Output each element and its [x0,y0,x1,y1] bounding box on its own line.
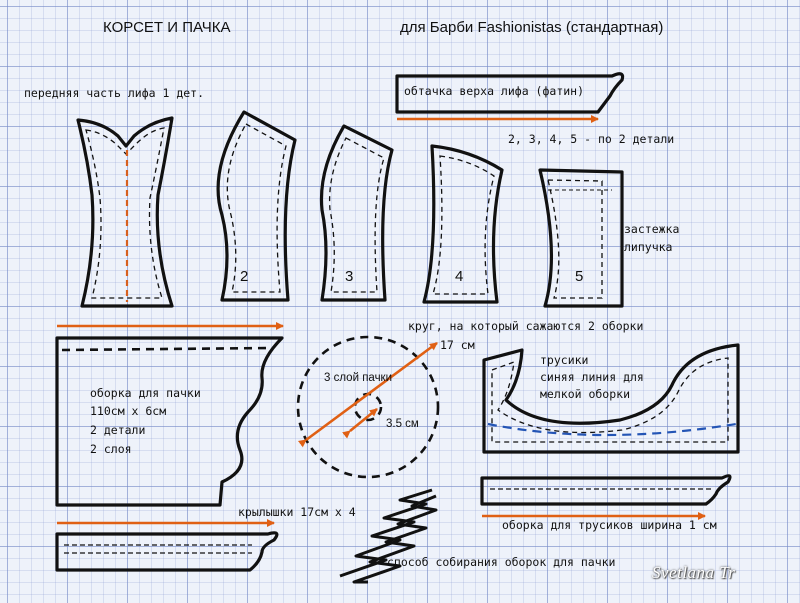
gathering-zigzag [339,488,438,584]
pieces-count-label: 2, 3, 4, 5 - по 2 детали [508,132,675,146]
subtitle: для Барби Fashionistas (стандартная) [400,19,664,36]
ruffle-label-2: 110см х 6см [90,404,167,418]
bodice-piece-2 [216,110,297,302]
wings-label: крылышки 17см х 4 [238,505,356,519]
panties-label-3: мелкой оборки [540,387,631,401]
tutu-circle [296,335,440,479]
ruffle-label-4: 2 слоя [90,442,132,456]
piece-number-4: 4 [455,268,464,285]
front-bodice-label: передняя часть лифа 1 дет. [24,86,205,100]
fastener-label-2: липучка [624,240,673,254]
facing-label: обтачка верха лифа (фатин) [404,84,585,98]
bodice-piece-5 [538,168,624,308]
circle-diameter-label: 17 см [440,338,475,352]
panties-ruffle-label: оборка для трусиков ширина 1 см [502,518,717,532]
ruffle-label-3: 2 детали [90,423,146,437]
piece-number-3: 3 [345,268,354,285]
ruffle-label-1: оборка для пачки [90,386,201,400]
main-title: КОРСЕТ И ПАЧКА [103,19,231,36]
gathering-method-label: способ собирания оборок для пачки [387,555,616,569]
panties-piece [482,343,740,454]
hole-label: 3.5 см [386,418,419,430]
panties-label-1: трусики [540,353,589,367]
piece-number-5: 5 [575,268,584,285]
facing-strip [395,72,625,123]
bodice-piece-3 [319,124,394,302]
fastener-label-1: застежка [624,222,680,236]
panties-label-2: синяя линия для [540,370,644,384]
piece-number-2: 2 [240,268,249,285]
circle-label: круг, на который сажаются 2 оборки [408,319,644,333]
front-bodice-piece [76,116,174,308]
author-signature: Svetlana Tr [652,563,736,582]
tutu-ruffle-piece [55,336,284,507]
tutu-layer-label: 3 слой пачки [324,372,393,384]
panties-ruffle-strip [480,474,732,506]
wings-strip [55,531,279,572]
bodice-piece-4 [422,144,504,304]
